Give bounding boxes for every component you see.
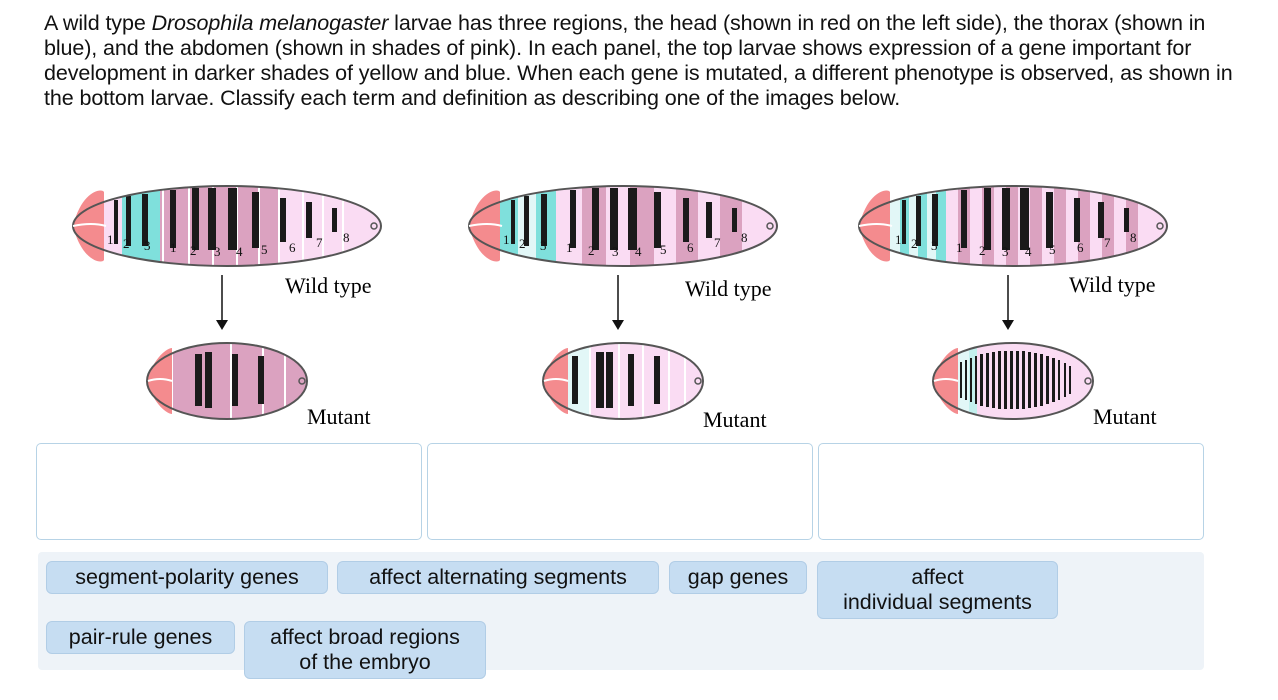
drop-zone-panel-2[interactable] bbox=[427, 443, 813, 540]
svg-text:2: 2 bbox=[588, 243, 595, 258]
svg-text:3: 3 bbox=[214, 244, 221, 259]
wild-type-larva-3 bbox=[859, 186, 1167, 266]
mutant-larva-1 bbox=[147, 343, 307, 419]
mutant-label: Mutant bbox=[307, 404, 371, 429]
mutant-larva-3 bbox=[933, 343, 1093, 419]
chip-affect-individual-segments[interactable]: affect individual segments bbox=[817, 561, 1058, 619]
svg-text:6: 6 bbox=[289, 240, 296, 255]
svg-text:2: 2 bbox=[123, 236, 130, 251]
svg-text:2: 2 bbox=[190, 243, 197, 258]
svg-text:7: 7 bbox=[316, 235, 323, 250]
svg-text:1: 1 bbox=[956, 240, 963, 255]
svg-text:3: 3 bbox=[540, 238, 547, 253]
svg-text:8: 8 bbox=[1130, 230, 1137, 245]
svg-text:7: 7 bbox=[714, 235, 721, 250]
svg-text:7: 7 bbox=[1104, 235, 1111, 250]
wild-type-label: Wild type bbox=[685, 276, 772, 301]
mutant-label: Mutant bbox=[1093, 404, 1157, 429]
svg-text:1: 1 bbox=[503, 232, 510, 247]
chip-gap-genes[interactable]: gap genes bbox=[669, 561, 807, 594]
chip-line-2: of the embryo bbox=[299, 650, 431, 674]
mutant-label: Mutant bbox=[703, 407, 767, 432]
svg-text:3: 3 bbox=[612, 244, 619, 259]
wild-type-label: Wild type bbox=[1069, 272, 1156, 297]
chip-line-1: affect broad regions bbox=[270, 625, 460, 649]
svg-text:5: 5 bbox=[1049, 242, 1056, 257]
figure-panel-gap: 1 2 3 1 2 3 4 5 6 7 8 Wild type bbox=[62, 170, 452, 435]
svg-text:1: 1 bbox=[107, 232, 114, 247]
svg-text:2: 2 bbox=[519, 236, 526, 251]
svg-text:2: 2 bbox=[979, 243, 986, 258]
wild-type-larva-2 bbox=[469, 186, 777, 266]
svg-text:5: 5 bbox=[660, 242, 667, 257]
larva-diagram-2: 1 2 3 1 2 3 4 5 6 7 8 Wild type bbox=[468, 185, 778, 432]
svg-text:4: 4 bbox=[1025, 244, 1032, 259]
svg-text:1: 1 bbox=[566, 240, 573, 255]
chip-pair-rule-genes[interactable]: pair-rule genes bbox=[46, 621, 235, 654]
figure-panel-pair-rule: 1 2 3 1 2 3 4 5 6 7 8 Wild type bbox=[458, 170, 848, 435]
figure-panel-segment-polarity: 1 2 3 1 2 3 4 5 6 7 8 Wild type bbox=[848, 170, 1238, 435]
svg-text:1: 1 bbox=[895, 232, 902, 247]
svg-text:8: 8 bbox=[741, 230, 748, 245]
wild-type-label: Wild type bbox=[285, 273, 372, 298]
svg-text:6: 6 bbox=[687, 240, 694, 255]
drop-zone-panel-1[interactable] bbox=[36, 443, 422, 540]
chip-affect-broad-regions[interactable]: affect broad regions of the embryo bbox=[244, 621, 486, 679]
instructions-text: A wild type Drosophila melanogaster larv… bbox=[44, 11, 1233, 110]
mutant-larva-2 bbox=[543, 343, 703, 419]
chip-line-1: affect bbox=[911, 565, 964, 589]
svg-text:3: 3 bbox=[1002, 244, 1009, 259]
svg-text:4: 4 bbox=[236, 244, 243, 259]
svg-text:2: 2 bbox=[911, 236, 918, 251]
svg-text:1: 1 bbox=[170, 240, 177, 255]
drop-zone-panel-3[interactable] bbox=[818, 443, 1204, 540]
chip-line-2: individual segments bbox=[843, 590, 1032, 614]
svg-text:3: 3 bbox=[931, 238, 938, 253]
svg-text:8: 8 bbox=[343, 230, 350, 245]
larva-diagram-3: 1 2 3 1 2 3 4 5 6 7 8 Wild type bbox=[858, 185, 1168, 429]
segment-numbers-1: 1 2 3 1 2 3 4 5 6 7 8 bbox=[107, 230, 350, 259]
larva-diagram-1: 1 2 3 1 2 3 4 5 6 7 8 Wild type bbox=[72, 185, 382, 429]
svg-text:3: 3 bbox=[144, 238, 151, 253]
chip-affect-alternating-segments[interactable]: affect alternating segments bbox=[337, 561, 659, 594]
chip-segment-polarity-genes[interactable]: segment-polarity genes bbox=[46, 561, 328, 594]
svg-text:5: 5 bbox=[261, 242, 268, 257]
species-name: Drosophila melanogaster bbox=[151, 11, 389, 35]
wild-type-larva-1 bbox=[73, 186, 381, 266]
segment-numbers-3: 1 2 3 1 2 3 4 5 6 7 8 bbox=[895, 230, 1137, 259]
segment-numbers-2: 1 2 3 1 2 3 4 5 6 7 8 bbox=[503, 230, 748, 259]
svg-text:6: 6 bbox=[1077, 240, 1084, 255]
svg-text:4: 4 bbox=[635, 244, 642, 259]
